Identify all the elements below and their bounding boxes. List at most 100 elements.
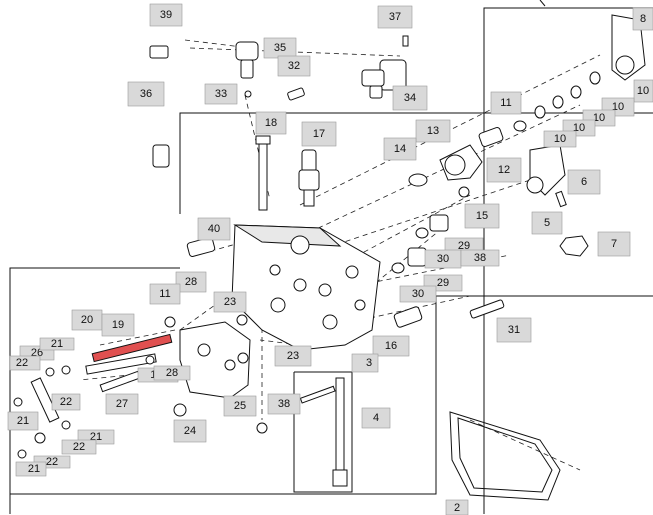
- callout-20: 20: [71, 309, 103, 331]
- callout-39: 39: [149, 3, 183, 27]
- svg-text:39: 39: [160, 9, 172, 21]
- svg-text:33: 33: [215, 88, 227, 100]
- callout-8: 8: [632, 7, 653, 31]
- callout-38-a: 38: [460, 249, 500, 267]
- svg-text:11: 11: [159, 288, 170, 300]
- callout-34: 34: [392, 85, 428, 111]
- callout-10-e: 10: [543, 130, 577, 148]
- callout-35: 35: [263, 37, 297, 59]
- callout-21-b: 21: [7, 411, 39, 431]
- svg-text:18: 18: [265, 117, 277, 129]
- callout-23-a: 23: [213, 291, 247, 313]
- svg-text:22: 22: [46, 456, 58, 468]
- callout-37: 37: [377, 5, 413, 29]
- callout-11-top: 11: [490, 91, 522, 115]
- callout-32: 32: [277, 55, 311, 77]
- svg-text:8: 8: [640, 13, 646, 25]
- valve-housing-part: [231, 224, 381, 351]
- svg-text:23: 23: [287, 350, 299, 362]
- housing-fittings: [391, 214, 505, 328]
- callout-28-b: 28: [153, 365, 191, 381]
- callout-24: 24: [173, 419, 207, 443]
- callout-36: 36: [127, 81, 165, 107]
- callout-33: 33: [204, 83, 238, 105]
- svg-text:37: 37: [389, 11, 401, 23]
- callout-14: 14: [383, 137, 417, 161]
- svg-text:22: 22: [16, 357, 28, 369]
- svg-text:13: 13: [427, 125, 439, 137]
- callout-31: 31: [496, 317, 532, 343]
- callout-2: 2: [445, 499, 469, 515]
- svg-text:20: 20: [81, 314, 93, 326]
- svg-text:29: 29: [458, 240, 470, 252]
- callout-21-d: 21: [15, 461, 47, 477]
- callout-21-a: 21: [39, 337, 75, 351]
- svg-text:30: 30: [437, 253, 449, 265]
- svg-text:5: 5: [544, 217, 550, 229]
- svg-text:2: 2: [454, 502, 460, 514]
- sensor-part: [298, 149, 320, 207]
- svg-text:32: 32: [288, 60, 300, 72]
- svg-text:21: 21: [51, 338, 63, 350]
- callout-3: 3: [351, 353, 379, 373]
- rod-part: [255, 135, 271, 211]
- bolt-part: [287, 87, 305, 101]
- svg-text:10: 10: [593, 112, 605, 124]
- callout-11-mid: 11: [149, 283, 181, 305]
- svg-text:11: 11: [500, 97, 511, 109]
- svg-text:3: 3: [366, 357, 372, 369]
- svg-text:10: 10: [554, 133, 566, 145]
- callout-23-b: 23: [274, 345, 312, 367]
- callout-17: 17: [301, 121, 337, 147]
- svg-text:22: 22: [60, 396, 72, 408]
- svg-text:24: 24: [184, 425, 196, 437]
- inner-frame-part-4: [293, 371, 353, 493]
- callout-15: 15: [464, 203, 500, 229]
- svg-text:22: 22: [73, 441, 85, 453]
- svg-text:4: 4: [373, 412, 379, 424]
- svg-text:28: 28: [185, 276, 197, 288]
- svg-text:16: 16: [385, 340, 397, 352]
- callout-30-a: 30: [424, 249, 462, 269]
- svg-text:23: 23: [224, 296, 236, 308]
- callout-30-b: 30: [399, 285, 437, 303]
- svg-text:27: 27: [116, 398, 128, 410]
- gasket-part: [449, 411, 561, 501]
- callout-4: 4: [361, 407, 391, 429]
- callout-7: 7: [597, 231, 631, 257]
- right-side-parts: [408, 14, 646, 257]
- svg-text:21: 21: [28, 463, 40, 475]
- callout-28-a: 28: [175, 271, 207, 293]
- svg-text:10: 10: [637, 85, 649, 97]
- callout-38-b: 38: [267, 393, 301, 415]
- callout-10-a: 10: [633, 79, 653, 103]
- callout-13: 13: [415, 119, 451, 143]
- callout-22-a: 22: [9, 355, 41, 371]
- svg-text:28: 28: [166, 367, 178, 379]
- svg-text:6: 6: [581, 176, 587, 188]
- svg-text:14: 14: [394, 143, 406, 155]
- callout-5: 5: [531, 211, 563, 235]
- svg-text:21: 21: [17, 415, 29, 427]
- svg-text:29: 29: [437, 277, 449, 289]
- callout-22-c: 22: [61, 439, 97, 455]
- svg-text:25: 25: [234, 400, 246, 412]
- callout-40: 40: [197, 217, 231, 241]
- svg-text:31: 31: [508, 324, 520, 336]
- svg-text:38: 38: [474, 252, 486, 264]
- svg-text:35: 35: [274, 42, 286, 54]
- svg-text:38: 38: [278, 398, 290, 410]
- svg-text:12: 12: [498, 164, 510, 176]
- callout-18: 18: [255, 111, 287, 135]
- svg-text:15: 15: [476, 210, 488, 222]
- callout-12: 12: [486, 157, 522, 183]
- svg-text:30: 30: [412, 288, 424, 300]
- left-side-parts: [13, 237, 268, 459]
- svg-text:40: 40: [208, 223, 220, 235]
- svg-text:36: 36: [140, 88, 152, 100]
- svg-text:34: 34: [404, 92, 416, 104]
- svg-text:7: 7: [611, 238, 617, 250]
- fitting-part: [235, 41, 259, 98]
- callout-19: 19: [101, 313, 135, 337]
